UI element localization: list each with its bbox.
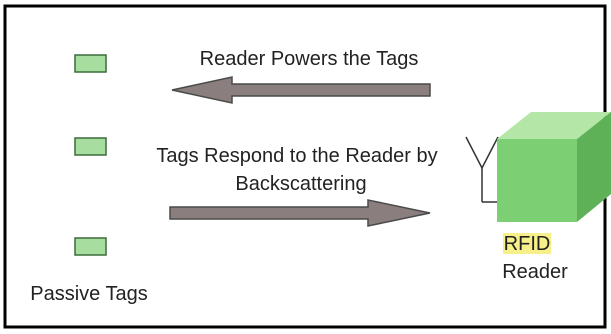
arrow-left-icon <box>171 76 431 104</box>
passive-tag-icon <box>74 54 107 73</box>
arrow-right-icon <box>169 199 431 227</box>
label-tags-respond-line2: Backscattering <box>235 173 366 195</box>
label-rfid: RFID <box>504 233 551 255</box>
antenna-icon <box>465 136 499 203</box>
reader-cube-front <box>497 139 577 222</box>
passive-tag-icon <box>74 137 107 156</box>
reader-cube-top <box>497 112 611 139</box>
label-passive-tags: Passive Tags <box>30 283 147 305</box>
label-reader: Reader <box>502 261 568 283</box>
rfid-reader-icon <box>497 112 611 222</box>
reader-cube-side <box>577 112 611 222</box>
label-tags-respond-line1: Tags Respond to the Reader by <box>156 145 437 167</box>
label-reader-powers: Reader Powers the Tags <box>200 48 419 70</box>
rfid-label-highlight <box>503 233 551 254</box>
passive-tag-icon <box>74 237 107 256</box>
